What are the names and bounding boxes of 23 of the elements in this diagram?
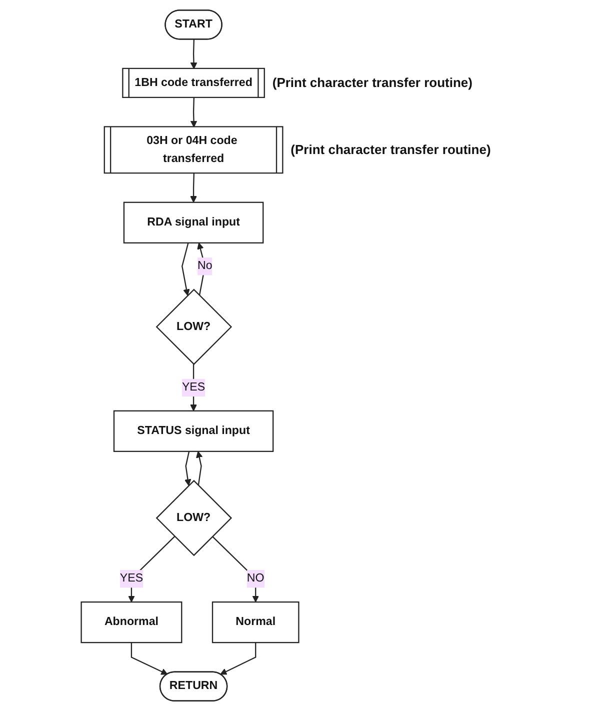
edge-label: No bbox=[198, 259, 212, 272]
edge-label: NO bbox=[246, 572, 264, 585]
arrow bbox=[130, 642, 168, 675]
arrow bbox=[220, 642, 256, 675]
arrow bbox=[190, 39, 198, 70]
node-box: Normal bbox=[212, 601, 300, 644]
side-note: (Print character transfer routine) bbox=[290, 142, 491, 157]
node-diamond: LOW? bbox=[156, 288, 232, 365]
arrow bbox=[184, 451, 192, 486]
node-box: RDA signal input bbox=[123, 202, 264, 244]
node-box: Abnormal bbox=[80, 601, 182, 644]
arrow bbox=[190, 364, 197, 412]
side-note: (Print character transfer routine) bbox=[272, 74, 472, 90]
arrow bbox=[182, 242, 190, 296]
arrow bbox=[196, 451, 203, 486]
arrow bbox=[190, 98, 198, 128]
arrow bbox=[212, 536, 259, 602]
edge-label: YES bbox=[120, 572, 144, 585]
node-box: STATUS signal input bbox=[113, 410, 274, 452]
node-diamond: LOW? bbox=[156, 480, 232, 556]
arrow bbox=[190, 173, 197, 203]
edge-label: YES bbox=[182, 380, 206, 394]
arrow bbox=[128, 536, 176, 602]
